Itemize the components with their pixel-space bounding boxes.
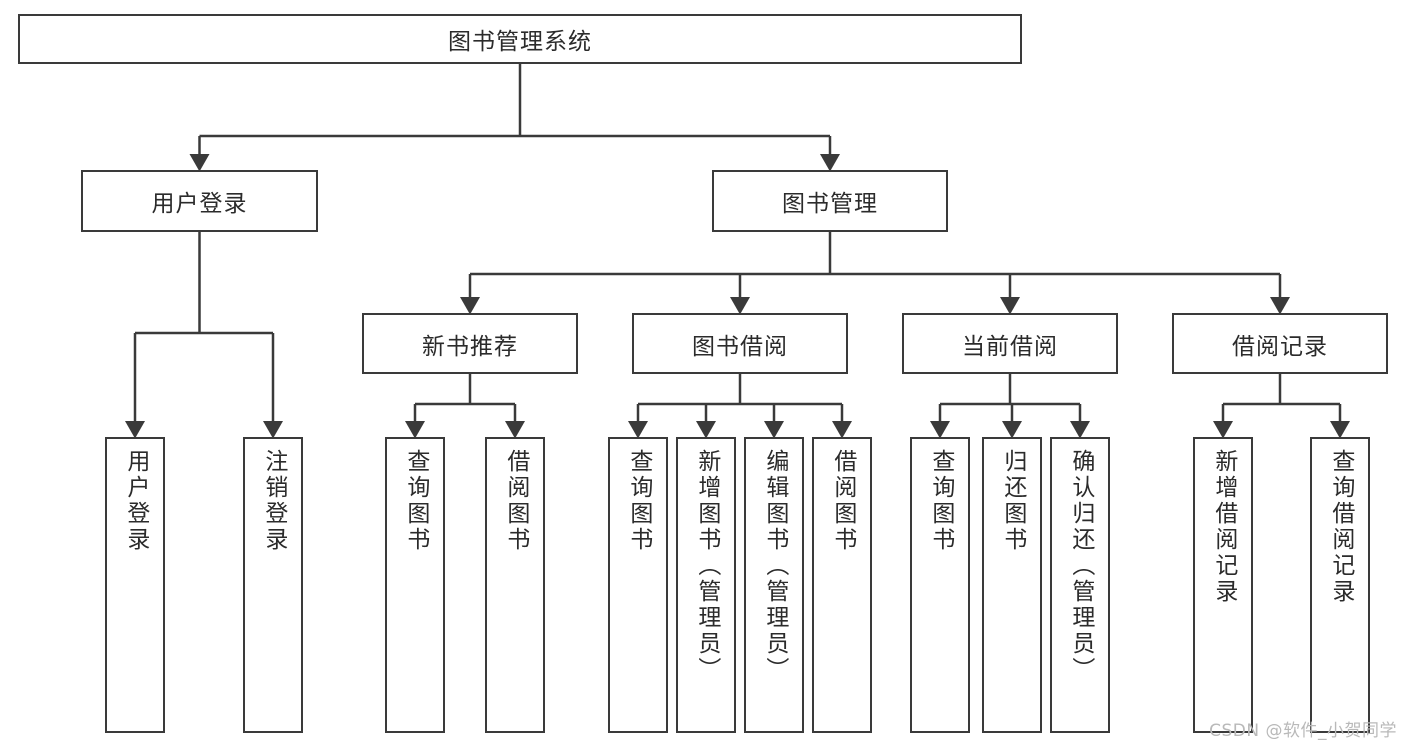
- node-leaf-borrow-book-1[interactable]: 借阅图书: [485, 437, 545, 733]
- node-user-login[interactable]: 用户登录: [81, 170, 318, 232]
- node-leaf-user-logout[interactable]: 注销登录: [243, 437, 303, 733]
- node-book-borrow-label: 图书借阅: [692, 333, 788, 360]
- node-leaf-add-borrow-record[interactable]: 新增借阅记录: [1193, 437, 1253, 733]
- csdn-watermark: CSDN @软件_小贺同学: [1209, 721, 1397, 741]
- node-leaf-query-book-2-label: 查询图书: [625, 449, 652, 553]
- node-root-label: 图书管理系统: [448, 29, 592, 55]
- node-leaf-query-borrow-record-label: 查询借阅记录: [1327, 449, 1354, 605]
- node-leaf-query-book-2[interactable]: 查询图书: [608, 437, 668, 733]
- node-leaf-add-book-admin-label: 新增图书（管理员）: [693, 449, 720, 683]
- node-leaf-add-book-admin[interactable]: 新增图书（管理员）: [676, 437, 736, 733]
- node-book-manage[interactable]: 图书管理: [712, 170, 948, 232]
- node-leaf-user-login[interactable]: 用户登录: [105, 437, 165, 733]
- node-leaf-return-book[interactable]: 归还图书: [982, 437, 1042, 733]
- node-new-book-recommend-label: 新书推荐: [422, 333, 518, 360]
- node-leaf-query-book-3-label: 查询图书: [927, 449, 954, 553]
- node-book-borrow[interactable]: 图书借阅: [632, 313, 848, 374]
- node-leaf-query-book-1-label: 查询图书: [402, 449, 429, 553]
- node-root[interactable]: 图书管理系统: [18, 14, 1022, 64]
- node-leaf-user-logout-label: 注销登录: [260, 449, 287, 553]
- node-leaf-edit-book-admin[interactable]: 编辑图书（管理员）: [744, 437, 804, 733]
- node-leaf-user-login-label: 用户登录: [122, 449, 149, 553]
- node-user-login-label: 用户登录: [151, 191, 248, 217]
- node-leaf-borrow-book-2-label: 借阅图书: [829, 449, 856, 553]
- node-leaf-confirm-return-admin[interactable]: 确认归还（管理员）: [1050, 437, 1110, 733]
- node-leaf-query-book-3[interactable]: 查询图书: [910, 437, 970, 733]
- node-leaf-query-book-1[interactable]: 查询图书: [385, 437, 445, 733]
- node-new-book-recommend[interactable]: 新书推荐: [362, 313, 578, 374]
- node-current-borrow[interactable]: 当前借阅: [902, 313, 1118, 374]
- node-leaf-add-borrow-record-label: 新增借阅记录: [1210, 449, 1237, 605]
- node-leaf-confirm-return-admin-label: 确认归还（管理员）: [1067, 449, 1094, 683]
- node-borrow-record-label: 借阅记录: [1232, 333, 1328, 360]
- node-leaf-borrow-book-1-label: 借阅图书: [502, 449, 529, 553]
- node-leaf-edit-book-admin-label: 编辑图书（管理员）: [761, 449, 788, 683]
- node-current-borrow-label: 当前借阅: [962, 333, 1058, 360]
- node-book-manage-label: 图书管理: [782, 191, 878, 217]
- node-leaf-return-book-label: 归还图书: [999, 449, 1026, 553]
- node-leaf-query-borrow-record[interactable]: 查询借阅记录: [1310, 437, 1370, 733]
- node-borrow-record[interactable]: 借阅记录: [1172, 313, 1388, 374]
- node-leaf-borrow-book-2[interactable]: 借阅图书: [812, 437, 872, 733]
